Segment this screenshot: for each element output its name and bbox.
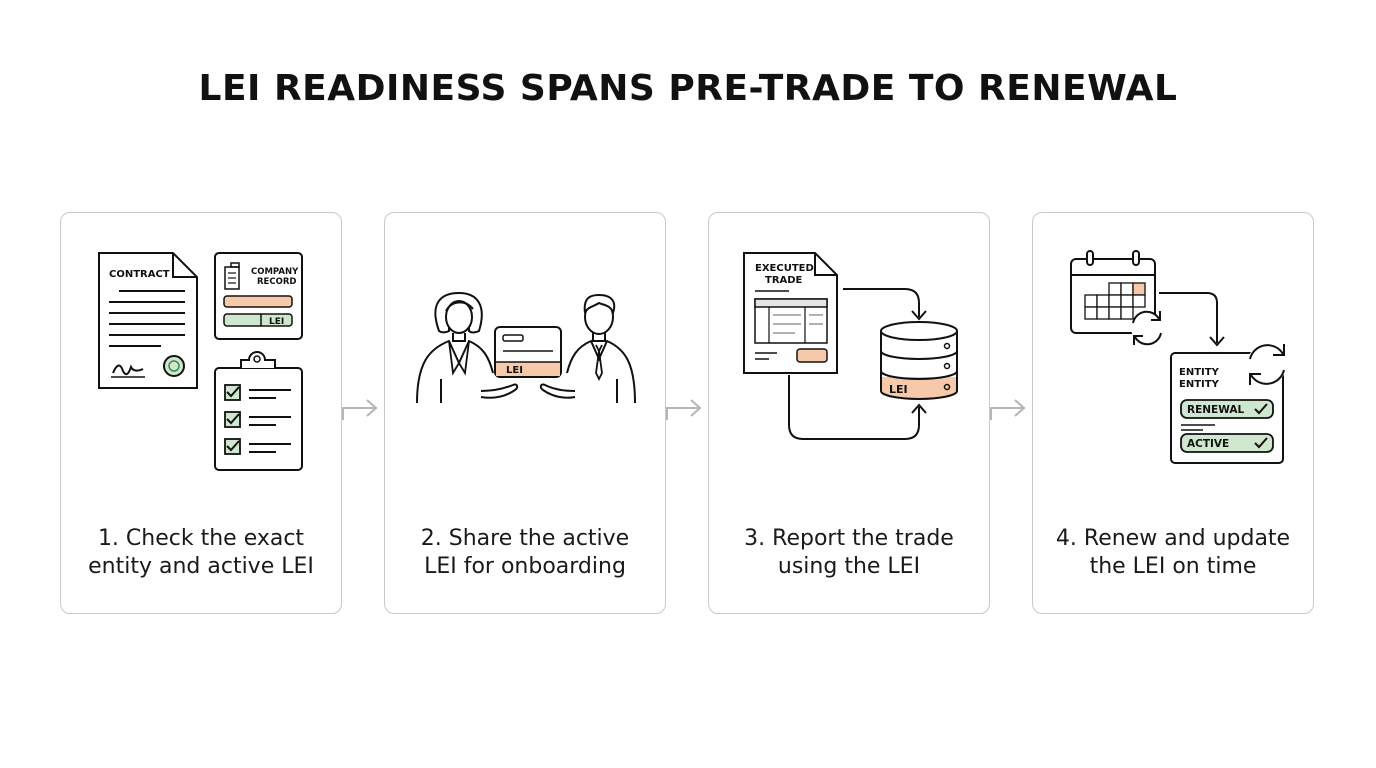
step-3-illustration: EXECUTED TRADE bbox=[743, 252, 958, 440]
renewal-label: RENEWAL bbox=[1187, 404, 1244, 416]
flow-arrow-icon bbox=[990, 399, 1026, 420]
renewal-check-icon bbox=[1254, 403, 1268, 415]
step-3-caption-line1: 3. Report the trade bbox=[744, 526, 954, 551]
step-card-3: EXECUTED TRADE bbox=[708, 212, 990, 614]
company-record-icon: COMPANY RECORD LEI bbox=[214, 252, 303, 340]
lei-card-icon: LEI bbox=[494, 326, 562, 378]
data-flow-connector bbox=[788, 288, 927, 440]
database-lei-tag: LEI bbox=[889, 383, 908, 396]
calendar-icon bbox=[1070, 250, 1156, 334]
executed-trade-document-icon: EXECUTED TRADE bbox=[743, 252, 838, 374]
step-4-caption: 4. Renew and update the LEI on time bbox=[1033, 525, 1313, 581]
active-label: ACTIVE bbox=[1187, 438, 1229, 450]
step-card-1: CONTRACT COMPANY RECORD LEI bbox=[60, 212, 342, 614]
step-1-caption-line2: entity and active LEI bbox=[88, 554, 314, 579]
database-icon: LEI bbox=[880, 321, 958, 400]
step-card-4: ENTITY ENTITY RENEWAL ACTIVE 4. Renew an… bbox=[1032, 212, 1314, 614]
step-1-illustration: CONTRACT COMPANY RECORD LEI bbox=[98, 252, 303, 471]
step-1-caption-line1: 1. Check the exact bbox=[97, 526, 305, 551]
contract-document-icon: CONTRACT bbox=[98, 252, 198, 389]
company-lei-tag: LEI bbox=[269, 317, 284, 327]
woman-person-icon bbox=[416, 291, 519, 404]
active-check-icon bbox=[1254, 437, 1268, 449]
step-1-caption: 1. Check the exact entity and active LEI bbox=[61, 525, 341, 581]
step-2-illustration: LEI bbox=[416, 291, 636, 404]
entity-record-icon: ENTITY ENTITY RENEWAL ACTIVE bbox=[1170, 352, 1284, 464]
executed-trade-line2: TRADE bbox=[765, 275, 803, 286]
step-4-caption-line2: the LEI on time bbox=[1089, 554, 1257, 579]
renew-cycle-icon bbox=[1247, 344, 1287, 385]
step-4-illustration: ENTITY ENTITY RENEWAL ACTIVE bbox=[1070, 250, 1287, 464]
refresh-icon bbox=[1131, 310, 1163, 346]
company-label-line1: COMPANY bbox=[251, 267, 299, 277]
step-3-caption-line2: using the LEI bbox=[777, 554, 921, 579]
flow-arrow-icon bbox=[666, 399, 702, 420]
share-lei-tag: LEI bbox=[506, 365, 523, 376]
man-person-icon bbox=[539, 293, 636, 404]
step-2-caption-line2: LEI for onboarding bbox=[424, 554, 626, 579]
page-title: LEI READINESS SPANS PRE-TRADE TO RENEWAL bbox=[198, 68, 1178, 109]
step-card-2: LEI 2. Share the active LEI for onboardi… bbox=[384, 212, 666, 614]
step-3-caption: 3. Report the trade using the LEI bbox=[709, 525, 989, 581]
executed-trade-line1: EXECUTED bbox=[755, 263, 814, 274]
checklist-clipboard-icon bbox=[214, 351, 303, 471]
company-label-line2: RECORD bbox=[257, 277, 296, 287]
entity-label-line2: ENTITY bbox=[1179, 379, 1220, 390]
step-2-caption: 2. Share the active LEI for onboarding bbox=[385, 525, 665, 581]
step-4-caption-line1: 4. Renew and update bbox=[1055, 526, 1291, 551]
renewal-arrow-head bbox=[1209, 336, 1225, 347]
contract-label: CONTRACT bbox=[109, 269, 170, 280]
renewal-flow-connector bbox=[1159, 292, 1218, 343]
flow-arrow-icon bbox=[342, 399, 378, 420]
step-2-caption-line1: 2. Share the active bbox=[420, 526, 630, 551]
entity-label-line1: ENTITY bbox=[1179, 367, 1220, 378]
